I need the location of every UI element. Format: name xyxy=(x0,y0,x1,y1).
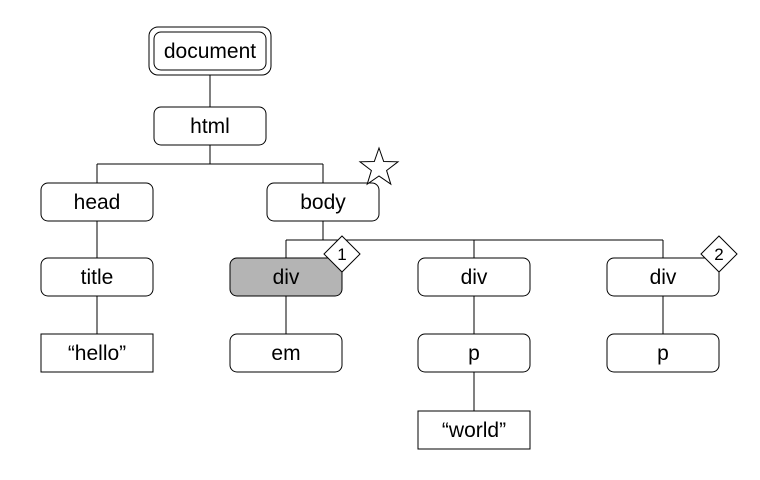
node-box xyxy=(40,182,154,222)
node-box xyxy=(606,257,720,297)
node-label: document xyxy=(164,40,256,63)
node-box xyxy=(153,106,267,146)
badge-number: 1 xyxy=(337,245,346,264)
node-label: title xyxy=(81,266,114,289)
node-document: document xyxy=(148,26,272,76)
node-head: head xyxy=(40,182,154,222)
node-box xyxy=(417,257,531,297)
node-em: em xyxy=(229,333,343,373)
node-body: body xyxy=(266,182,380,222)
node-box xyxy=(153,31,267,71)
node-box xyxy=(417,410,531,450)
node-label: head xyxy=(74,191,121,214)
node-label: em xyxy=(271,342,300,365)
node-div-2: div xyxy=(417,257,531,297)
node-label: div xyxy=(461,266,488,289)
node-box xyxy=(606,333,720,373)
node-p-1: p xyxy=(417,333,531,373)
diamond-badge-icon xyxy=(323,235,361,273)
node-box xyxy=(229,257,343,297)
node-title: title xyxy=(40,257,154,297)
node-label: “hello” xyxy=(68,342,126,365)
node-box xyxy=(417,333,531,373)
tree-nodes: document html head body title “hello” div div di… xyxy=(40,26,720,450)
node-p-2: p xyxy=(606,333,720,373)
node-div-1: div xyxy=(229,257,343,297)
node-html: html xyxy=(153,106,267,146)
badge-number: 2 xyxy=(714,245,723,264)
node-label: body xyxy=(300,191,346,214)
node-box xyxy=(40,257,154,297)
node-text-world: “world” xyxy=(417,410,531,450)
node-label: div xyxy=(273,266,300,289)
star-icon xyxy=(358,146,400,186)
node-label: “world” xyxy=(442,419,506,442)
node-label: html xyxy=(190,115,230,138)
node-label: p xyxy=(657,342,669,365)
node-box xyxy=(40,333,154,373)
node-div-3: div xyxy=(606,257,720,297)
tree-connectors xyxy=(96,70,664,411)
node-label: div xyxy=(650,266,677,289)
diamond-badge-icon xyxy=(700,235,738,273)
node-box xyxy=(229,333,343,373)
node-box xyxy=(266,182,380,222)
node-text-hello: “hello” xyxy=(40,333,154,373)
node-label: p xyxy=(468,342,480,365)
